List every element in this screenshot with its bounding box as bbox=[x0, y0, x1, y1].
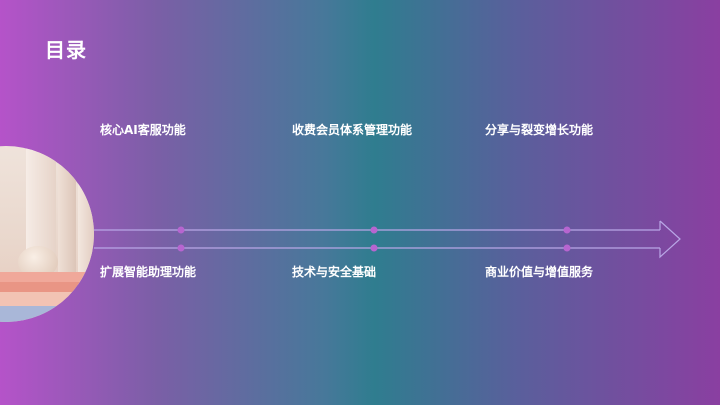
timeline-dot bbox=[370, 226, 378, 234]
photo-step bbox=[0, 292, 94, 306]
photo-floor bbox=[0, 306, 94, 322]
timeline-dot bbox=[370, 244, 378, 252]
toc-item-business[interactable]: 商业价值与增值服务 bbox=[485, 265, 594, 279]
slide-title: 目录 bbox=[45, 38, 87, 62]
photo-step bbox=[0, 282, 94, 292]
timeline-dot bbox=[563, 226, 571, 234]
toc-item-sharing[interactable]: 分享与裂变增长功能 bbox=[485, 123, 594, 137]
toc-item-assistant[interactable]: 扩展智能助理功能 bbox=[100, 265, 197, 279]
timeline-dot bbox=[563, 244, 571, 252]
photo-pillar bbox=[78, 146, 94, 286]
toc-item-core-ai[interactable]: 核心AI客服功能 bbox=[100, 123, 186, 137]
arrow-head-icon bbox=[659, 220, 681, 259]
timeline-dot bbox=[177, 244, 185, 252]
decorative-photo bbox=[0, 146, 94, 322]
timeline-dot bbox=[177, 226, 185, 234]
photo-pillar bbox=[58, 146, 76, 286]
toc-item-security[interactable]: 技术与安全基础 bbox=[292, 265, 377, 279]
photo-step bbox=[0, 272, 94, 282]
toc-item-membership[interactable]: 收费会员体系管理功能 bbox=[292, 123, 413, 137]
